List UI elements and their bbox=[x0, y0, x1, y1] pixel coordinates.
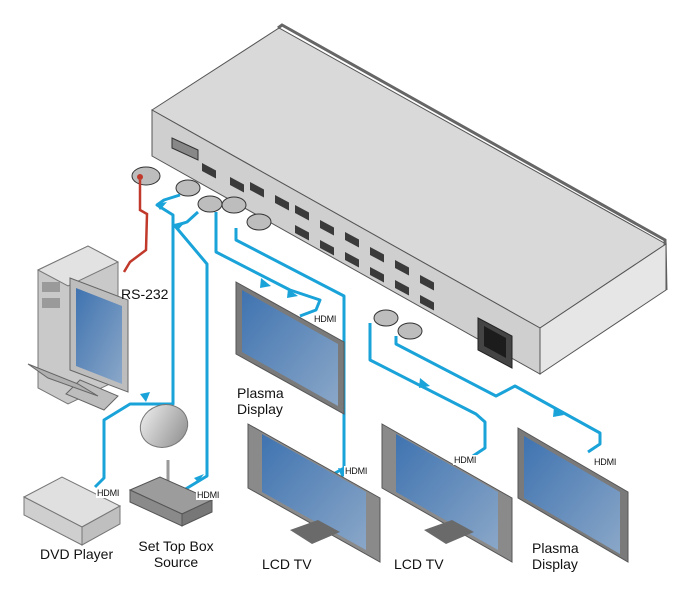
matrix-switcher-icon bbox=[131, 23, 668, 375]
rs232-port-icon bbox=[171, 137, 199, 161]
set-top-box-icon bbox=[128, 404, 214, 527]
lcd-tv-label-2: LCD TV bbox=[394, 556, 444, 572]
plasma-label-line2: Display bbox=[532, 556, 578, 572]
plasma-display-icon bbox=[517, 427, 629, 563]
plasma-label-line1: Plasma bbox=[532, 540, 579, 556]
set-top-box-label: Set Top Box Source bbox=[136, 538, 216, 570]
plasma-display-label-1: Plasma Display bbox=[237, 385, 284, 417]
lcd-tv-icon bbox=[381, 423, 513, 563]
hdmi-label-stb: HDMI bbox=[196, 490, 221, 500]
plasma-display-label-2: Plasma Display bbox=[532, 540, 579, 572]
desktop-computer-icon bbox=[27, 245, 129, 411]
dvd-player-icon bbox=[22, 476, 122, 546]
lcd-tv-icon bbox=[247, 423, 381, 563]
cable-lcd2-out bbox=[368, 323, 487, 460]
set-top-box-label-line1: Set Top Box bbox=[138, 538, 214, 554]
hdmi-ports bbox=[202, 163, 434, 311]
set-top-box-label-line2: Source bbox=[153, 554, 199, 570]
dvd-player-label: DVD Player bbox=[40, 546, 114, 562]
rs232-label: RS-232 bbox=[121, 286, 169, 302]
lcd-tv-label-1: LCD TV bbox=[262, 556, 312, 572]
cable-connectors bbox=[131, 166, 423, 340]
hdmi-label-lcd2: HDMI bbox=[453, 455, 478, 465]
cable-stb-in bbox=[173, 210, 209, 492]
plasma-label-line2: Display bbox=[237, 401, 283, 417]
plasma-display-icon bbox=[235, 281, 345, 415]
hdmi-label-plasma2: HDMI bbox=[593, 457, 618, 467]
hdmi-label-dvd: HDMI bbox=[96, 488, 121, 498]
rs232-cable bbox=[122, 180, 149, 273]
power-inlet-icon bbox=[477, 317, 513, 369]
hdmi-label-lcd1: HDMI bbox=[344, 466, 369, 476]
plasma-label-line1: Plasma bbox=[237, 385, 284, 401]
hdmi-label-plasma1: HDMI bbox=[313, 314, 338, 324]
cable-plasma1-out bbox=[214, 212, 322, 318]
cable-plasma2-out bbox=[394, 336, 602, 454]
cable-dvd-in bbox=[93, 193, 181, 489]
